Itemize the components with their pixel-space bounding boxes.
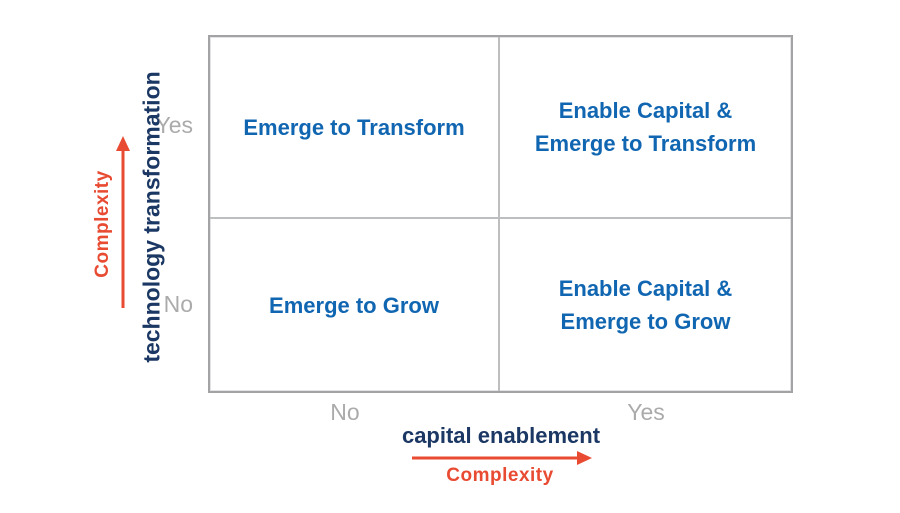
x-tick-no: No	[330, 399, 360, 425]
quadrant-bottom-left: Emerge to Grow	[210, 219, 500, 391]
quadrant-label-line1: Enable Capital &	[558, 98, 733, 123]
x-axis-title: capital enablement	[401, 423, 601, 448]
x-tick-yes: Yes	[627, 399, 665, 425]
quadrant-top-right: Enable Capital & Emerge to Transform	[500, 37, 791, 219]
quadrant-label-line2: Emerge to Transform	[534, 131, 757, 156]
up-arrow-icon	[116, 136, 130, 308]
quadrant-bottom-right: Enable Capital & Emerge to Grow	[500, 219, 791, 391]
y-tick-no: No	[163, 291, 193, 317]
matrix-grid: Emerge to Transform Enable Capital & Eme…	[208, 35, 793, 393]
quadrant-label: Emerge to Transform	[243, 114, 465, 140]
quadrant-label-line2: Emerge to Grow	[560, 309, 731, 334]
quadrant-label: Emerge to Grow	[269, 292, 439, 318]
right-arrow-icon	[412, 451, 592, 465]
x-axis-complexity-label: Complexity	[446, 465, 554, 486]
y-axis-complexity-label: Complexity	[92, 170, 113, 278]
quadrant-top-left: Emerge to Transform	[210, 37, 500, 219]
quadrant-label-line1: Enable Capital &	[558, 276, 733, 301]
y-axis-title: technology transformation	[138, 71, 165, 363]
y-tick-yes: Yes	[155, 112, 193, 138]
